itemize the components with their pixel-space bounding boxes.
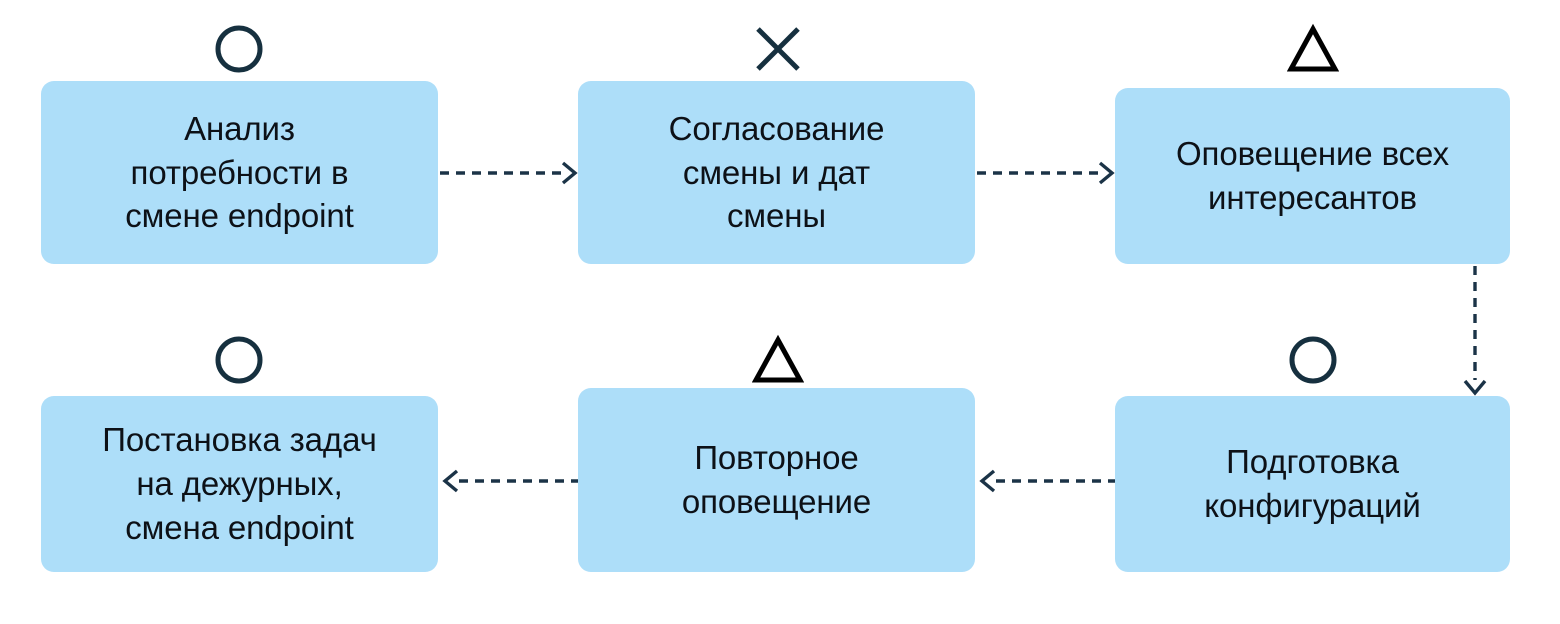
triangle-icon [1287,23,1339,72]
process-node-analysis[interactable]: Анализ потребности в смене endpoint [41,81,438,264]
node-label: Согласование смены и дат смены [668,109,885,235]
process-node-approval[interactable]: Согласование смены и дат смены [578,81,975,264]
connector-arrow-left [442,469,580,493]
node-label: Постановка задач на дежурных, смена endp… [102,421,377,546]
node-label: Повторное оповещение [681,439,872,520]
connector-arrow-right [440,161,578,185]
connector-arrow-down [1463,266,1487,396]
node-label: Анализ потребности в смене endpoint [125,109,354,235]
circle-icon [1289,336,1337,384]
process-node-assign-tasks[interactable]: Постановка задач на дежурных, смена endp… [41,396,438,572]
cross-icon [756,27,800,71]
connector-arrow-left [979,469,1117,493]
circle-icon [215,336,263,384]
connector-arrow-right [977,161,1115,185]
node-label: Оповещение всех интересантов [1175,135,1449,216]
circle-icon [215,25,263,73]
process-node-notify-stakeholders[interactable]: Оповещение всех интересантов [1115,88,1510,264]
process-node-repeat-notification[interactable]: Повторное оповещение [578,388,975,572]
triangle-icon [752,334,804,383]
process-node-prepare-configs[interactable]: Подготовка конфигураций [1115,396,1510,572]
node-label: Подготовка конфигураций [1204,443,1421,524]
